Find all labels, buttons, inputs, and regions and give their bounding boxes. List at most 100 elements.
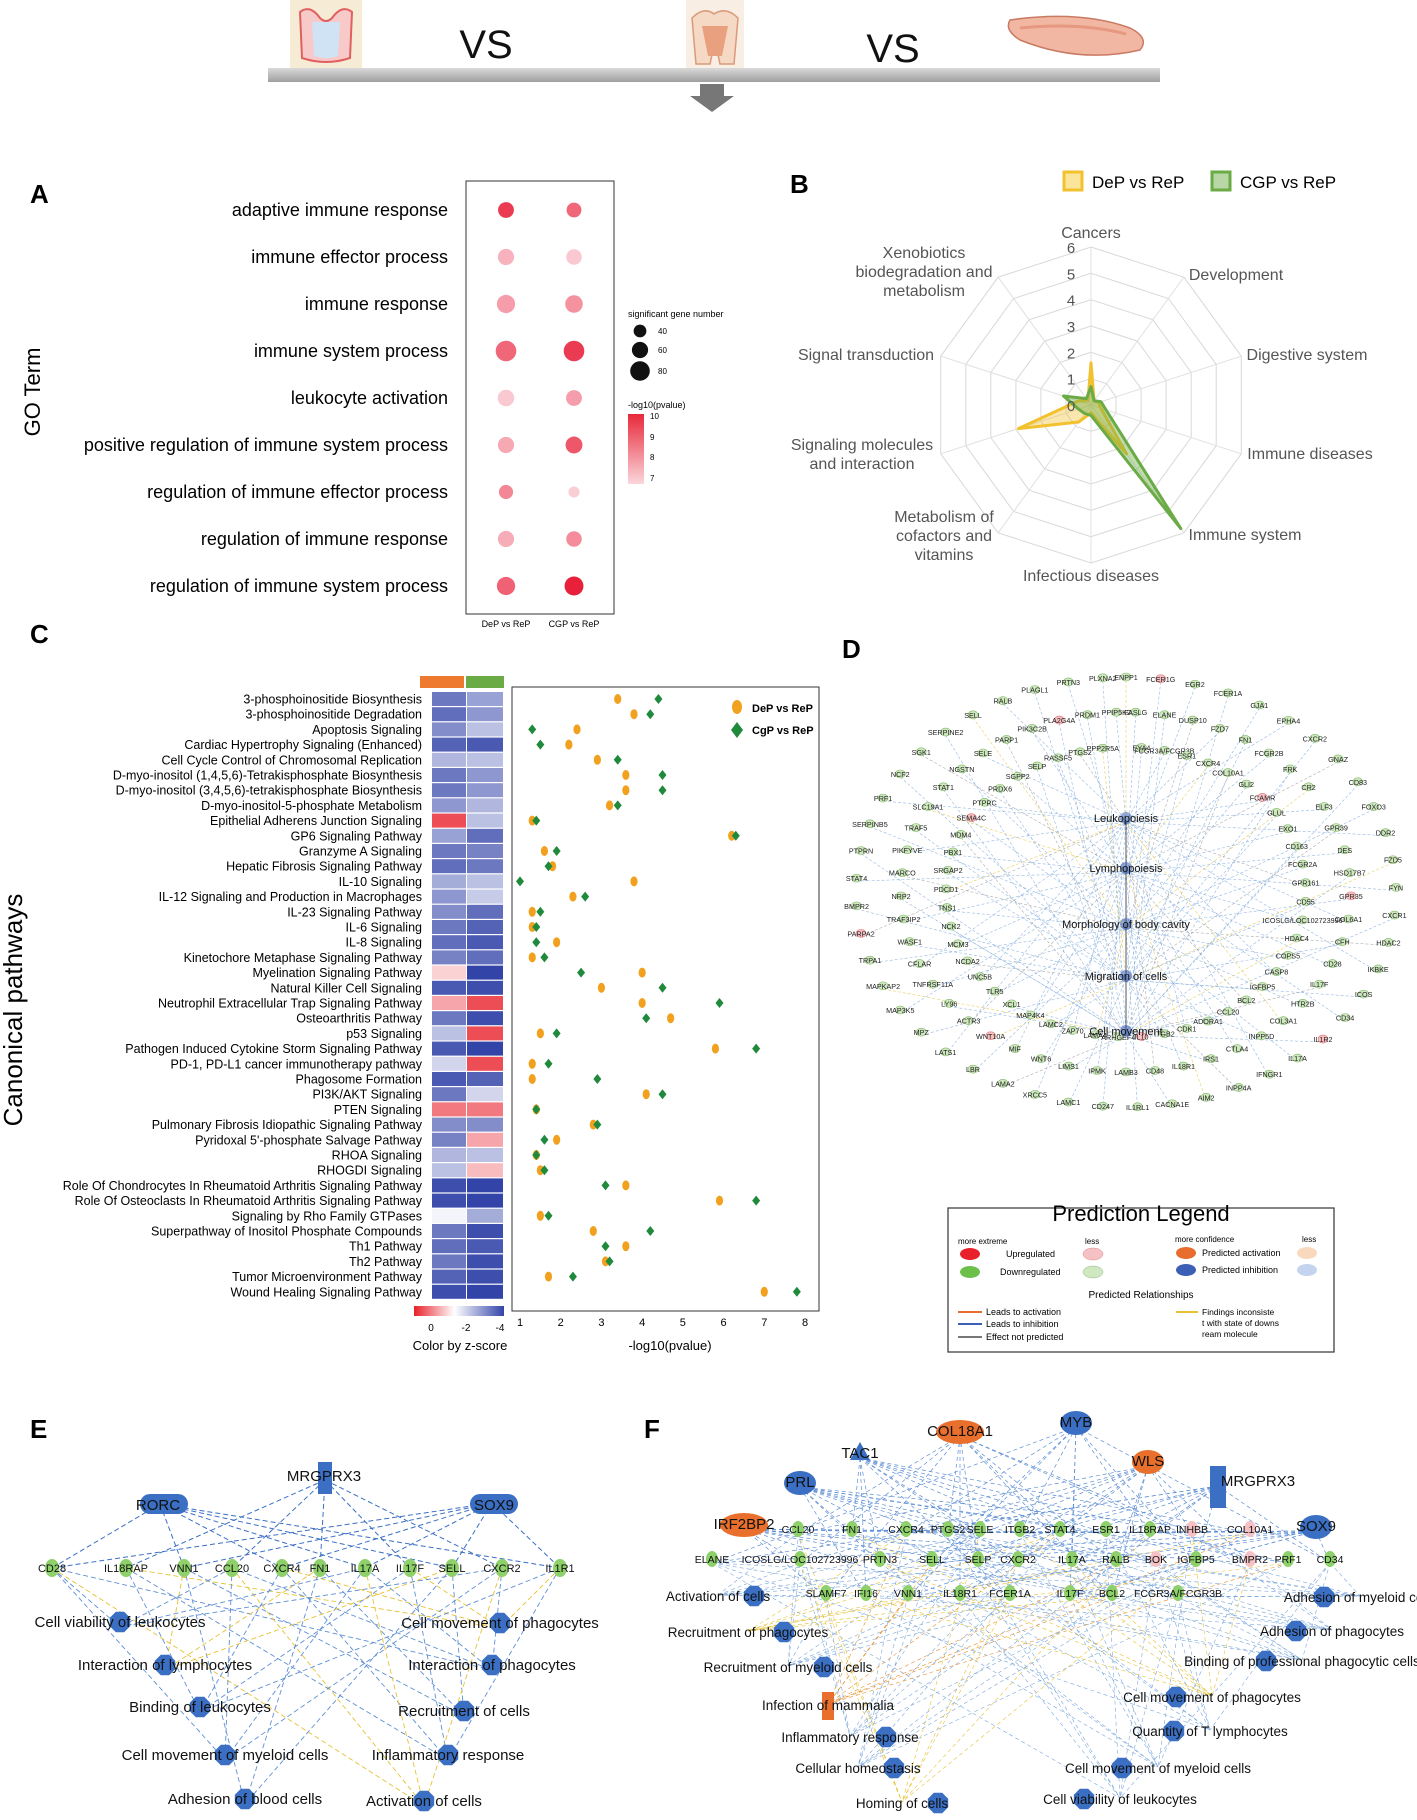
network-edge	[1125, 786, 1247, 929]
gene-label: ELANE	[695, 1554, 729, 1566]
network-edge	[1125, 848, 1297, 1036]
network-edge	[1195, 1485, 1219, 1564]
network-edge	[931, 1426, 1077, 1564]
gene-label: PRTN3	[863, 1554, 897, 1566]
gene-node	[940, 727, 951, 737]
gene-label: SERPINB5	[852, 820, 888, 829]
network-edge	[1087, 717, 1127, 929]
gene-node	[1214, 724, 1226, 733]
function-label: Binding of leukocytes	[129, 1699, 271, 1716]
c-x-tick: 5	[680, 1317, 686, 1329]
network-edge	[451, 1567, 465, 1717]
network-edge	[1019, 1532, 1333, 1631]
network-edge	[1125, 695, 1229, 1036]
gene-label: ADORA1	[1193, 1017, 1223, 1026]
pathway-dot-dep	[728, 830, 736, 841]
pathway-dot-cgp	[646, 1226, 655, 1236]
gene-label: FCER1A	[989, 1588, 1030, 1600]
pathway-dot-cgp	[601, 1241, 610, 1252]
gene-node	[1166, 1099, 1178, 1109]
go-dot	[498, 202, 514, 218]
network-edge	[869, 927, 1127, 964]
network-edge	[799, 1562, 851, 1737]
heatmap-cell-dep	[432, 920, 466, 934]
network-edge	[1006, 742, 1127, 981]
gene-label: NCF2	[891, 770, 910, 779]
gene-label: IFI16	[854, 1588, 878, 1600]
radar-tick-label: 2	[1067, 345, 1075, 362]
network-edge	[859, 1457, 1251, 1534]
network-edge	[959, 1435, 1061, 1534]
gene-node	[794, 1551, 806, 1567]
pathway-label: Th2 Pathway	[349, 1255, 423, 1269]
pathway-label: Apoptosis Signaling	[312, 723, 422, 737]
gene-label: SELP	[1028, 762, 1047, 771]
network-edge	[1217, 1485, 1331, 1564]
pathway-dot-dep	[605, 800, 614, 811]
function-node	[214, 1744, 236, 1766]
pathway-dot-cgp	[552, 1028, 561, 1039]
regulator-node	[318, 1462, 332, 1494]
gene-label: CASP8	[1265, 968, 1289, 977]
gene-node	[898, 914, 909, 924]
network-edge	[743, 1528, 1251, 1564]
heatmap-cell-dep	[432, 874, 466, 889]
gene-label: FCAMR	[1250, 793, 1276, 802]
gene-label: CCL20	[215, 1563, 249, 1575]
gene-node	[926, 1551, 938, 1567]
gene-label: SERPINE2	[928, 728, 964, 737]
gene-label: GJA1	[1250, 701, 1268, 710]
heatmap-cell-dep	[432, 707, 466, 722]
go-dot	[566, 249, 582, 265]
heatmap-cell-dep	[432, 1284, 466, 1299]
network-edge	[859, 1457, 1107, 1534]
heatmap-cell-dep	[432, 768, 466, 782]
pathway-dot-dep	[528, 906, 536, 917]
gene-node	[940, 1047, 951, 1057]
gene-node	[1097, 1101, 1109, 1111]
network-edge	[1125, 755, 1270, 873]
network-edge	[324, 1479, 503, 1569]
panel-a-legend: significant gene number -log10(pvalue) 4…	[628, 309, 724, 484]
gene-node	[967, 710, 979, 720]
gene-node	[955, 830, 967, 839]
function-label: Cellular homeostasis	[795, 1761, 921, 1776]
heatmap-cell-dep	[432, 722, 466, 737]
gene-label: ELF3	[1315, 803, 1332, 812]
function-node	[1165, 1686, 1187, 1708]
gene-label: IL18R1	[1172, 1062, 1195, 1071]
network-edge	[1125, 898, 1351, 929]
gene-node	[1106, 1585, 1118, 1601]
gene-label: IL1R1	[545, 1563, 574, 1575]
regulator-label: TAC1	[841, 1445, 878, 1462]
gene-label: PTGS2	[931, 1524, 966, 1536]
gene-node	[792, 1521, 804, 1537]
gene-label: CDK1	[1177, 1024, 1196, 1033]
network-edge	[1125, 917, 1395, 1036]
legend-not-predicted: Effect not predicted	[986, 1332, 1063, 1342]
go-dot	[497, 389, 515, 407]
heatmap-cell-cgp	[467, 737, 503, 752]
gene-label: PIK3C2B	[1017, 724, 1047, 733]
legend-less: less	[1085, 1237, 1099, 1246]
gene-label: COPS5	[1276, 951, 1300, 960]
gene-label: ARHGEF4	[1101, 1033, 1135, 1042]
gene-label: TNS1	[938, 904, 956, 913]
gene-node	[895, 1005, 906, 1015]
network-edge	[860, 853, 1127, 1036]
gene-label: CD83	[1349, 778, 1367, 787]
legend-label-cgp: CGP vs ReP	[1240, 173, 1336, 192]
gene-node	[977, 748, 989, 758]
pathway-label: 3-phosphoinositide Biosynthesis	[243, 693, 422, 707]
gene-node	[1240, 735, 1251, 744]
network-edge	[827, 1596, 909, 1705]
regulator-node	[1132, 1450, 1164, 1474]
color-legend-title: -log10(pvalue)	[628, 400, 686, 410]
gene-node	[1291, 933, 1303, 943]
network-edge	[1057, 760, 1127, 929]
pathway-dot-dep	[593, 754, 601, 765]
network-edge	[1075, 1426, 1197, 1564]
network-edge	[799, 1486, 1011, 1598]
network-edge	[1125, 830, 1337, 981]
